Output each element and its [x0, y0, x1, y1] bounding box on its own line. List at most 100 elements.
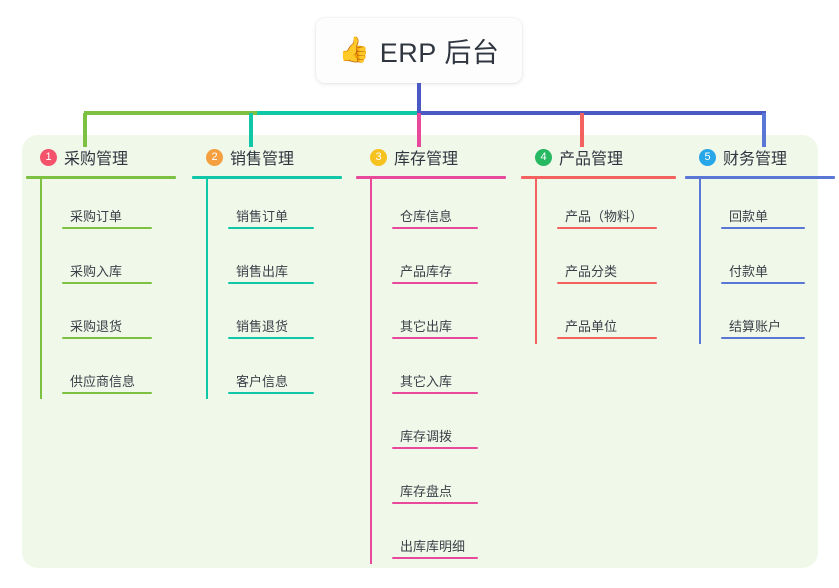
thumbs-up-icon: 👍	[338, 36, 370, 64]
leaf-item[interactable]: 销售出库	[228, 234, 342, 289]
leaf-item[interactable]: 出库库明细	[392, 509, 506, 564]
branch-rule-1	[26, 176, 176, 179]
leaf-item[interactable]: 采购退货	[62, 289, 176, 344]
leaf-item-label: 产品（物料）	[565, 209, 644, 224]
branch-rule-4	[521, 176, 676, 179]
leaf-item-label: 产品分类	[565, 264, 618, 279]
branch-header-5[interactable]: 5 财务管理	[685, 145, 835, 169]
leaf-item[interactable]: 产品单位	[557, 289, 676, 344]
leaf-item-label: 其它入库	[400, 374, 453, 389]
branch-items-3: 仓库信息产品库存其它出库其它入库库存调拨库存盘点出库库明细	[370, 179, 506, 564]
leaf-item-rule	[62, 282, 152, 284]
leaf-item-label: 采购订单	[70, 209, 123, 224]
branch-rule-2	[192, 176, 342, 179]
branch-title-5: 财务管理	[723, 151, 788, 168]
leaf-item-label: 客户信息	[236, 374, 289, 389]
branch-column-2: 2 销售管理销售订单销售出库销售退货客户信息	[192, 145, 342, 399]
leaf-item[interactable]: 其它出库	[392, 289, 506, 344]
leaf-item-rule	[392, 392, 478, 394]
leaf-item-rule	[557, 337, 657, 339]
leaf-item[interactable]: 供应商信息	[62, 344, 176, 399]
branch-column-3: 3 库存管理仓库信息产品库存其它出库其它入库库存调拨库存盘点出库库明细	[356, 145, 506, 564]
leaf-item-rule	[228, 227, 314, 229]
branch-items-1: 采购订单采购入库采购退货供应商信息	[40, 179, 176, 399]
leaf-item[interactable]: 采购订单	[62, 179, 176, 234]
leaf-item-label: 出库库明细	[400, 539, 466, 554]
leaf-item[interactable]: 销售订单	[228, 179, 342, 234]
leaf-item-label: 结算账户	[729, 319, 782, 334]
branch-stem-1	[40, 179, 42, 399]
branch-rule-5	[685, 176, 835, 179]
root-node-card[interactable]: 👍 ERP 后台	[316, 18, 522, 83]
leaf-item-label: 销售出库	[236, 264, 289, 279]
leaf-item-rule	[392, 227, 478, 229]
leaf-item[interactable]: 产品库存	[392, 234, 506, 289]
leaf-item-rule	[228, 392, 314, 394]
branch-title-1: 采购管理	[64, 151, 129, 168]
leaf-item-label: 销售订单	[236, 209, 289, 224]
branch-column-1: 1 采购管理采购订单采购入库采购退货供应商信息	[26, 145, 176, 399]
branch-items-5: 回款单付款单结算账户	[699, 179, 835, 344]
branch-stem-2	[206, 179, 208, 399]
leaf-item-rule	[721, 337, 805, 339]
leaf-item-label: 仓库信息	[400, 209, 453, 224]
leaf-item-rule	[62, 337, 152, 339]
branch-badge-1: 1	[40, 148, 57, 166]
leaf-item[interactable]: 仓库信息	[392, 179, 506, 234]
branch-items-2: 销售订单销售出库销售退货客户信息	[206, 179, 342, 399]
branches-panel	[22, 135, 818, 568]
branch-stem-4	[535, 179, 537, 344]
leaf-item[interactable]: 结算账户	[721, 289, 835, 344]
leaf-item-rule	[721, 282, 805, 284]
branch-badge-5: 5	[699, 148, 716, 166]
branch-header-3[interactable]: 3 库存管理	[356, 145, 506, 169]
leaf-item-label: 产品单位	[565, 319, 618, 334]
leaf-item-rule	[392, 282, 478, 284]
branch-items-4: 产品（物料） 产品分类产品单位	[535, 179, 676, 344]
leaf-item-rule	[392, 447, 478, 449]
leaf-item-label: 其它出库	[400, 319, 453, 334]
branch-stem-5	[699, 179, 701, 344]
branch-title-2: 销售管理	[230, 151, 295, 168]
leaf-item[interactable]: 回款单	[721, 179, 835, 234]
leaf-item-rule	[62, 392, 152, 394]
leaf-item[interactable]: 客户信息	[228, 344, 342, 399]
branch-column-5: 5 财务管理回款单付款单结算账户	[685, 145, 835, 344]
leaf-item-label: 库存调拨	[400, 429, 453, 444]
leaf-item-rule	[557, 282, 657, 284]
leaf-item[interactable]: 其它入库	[392, 344, 506, 399]
leaf-item-label: 库存盘点	[400, 484, 453, 499]
branch-badge-3: 3	[370, 148, 387, 166]
leaf-item[interactable]: 库存盘点	[392, 454, 506, 509]
root-title: ERP 后台	[379, 38, 500, 68]
branch-stem-3	[370, 179, 372, 564]
leaf-item-label: 采购入库	[70, 264, 123, 279]
leaf-item[interactable]: 产品（物料）	[557, 179, 676, 234]
leaf-item-label: 回款单	[729, 209, 769, 224]
leaf-item-rule	[557, 227, 657, 229]
leaf-item[interactable]: 产品分类	[557, 234, 676, 289]
branch-header-4[interactable]: 4 产品管理	[521, 145, 676, 169]
branch-column-4: 4 产品管理产品（物料） 产品分类产品单位	[521, 145, 676, 344]
leaf-item-label: 供应商信息	[70, 374, 136, 389]
leaf-item-rule	[62, 227, 152, 229]
leaf-item[interactable]: 库存调拨	[392, 399, 506, 454]
branch-title-3: 库存管理	[394, 151, 459, 168]
leaf-item-rule	[392, 557, 478, 559]
branch-rule-3	[356, 176, 506, 179]
branch-title-4: 产品管理	[559, 151, 624, 168]
leaf-item-label: 销售退货	[236, 319, 289, 334]
branch-badge-2: 2	[206, 148, 223, 166]
leaf-item-label: 采购退货	[70, 319, 123, 334]
leaf-item[interactable]: 付款单	[721, 234, 835, 289]
leaf-item-rule	[392, 502, 478, 504]
leaf-item-rule	[721, 227, 805, 229]
leaf-item-rule	[392, 337, 478, 339]
branch-header-2[interactable]: 2 销售管理	[192, 145, 342, 169]
branch-header-1[interactable]: 1 采购管理	[26, 145, 176, 169]
leaf-item-label: 产品库存	[400, 264, 453, 279]
branch-badge-4: 4	[535, 148, 552, 166]
leaf-item[interactable]: 销售退货	[228, 289, 342, 344]
leaf-item[interactable]: 采购入库	[62, 234, 176, 289]
